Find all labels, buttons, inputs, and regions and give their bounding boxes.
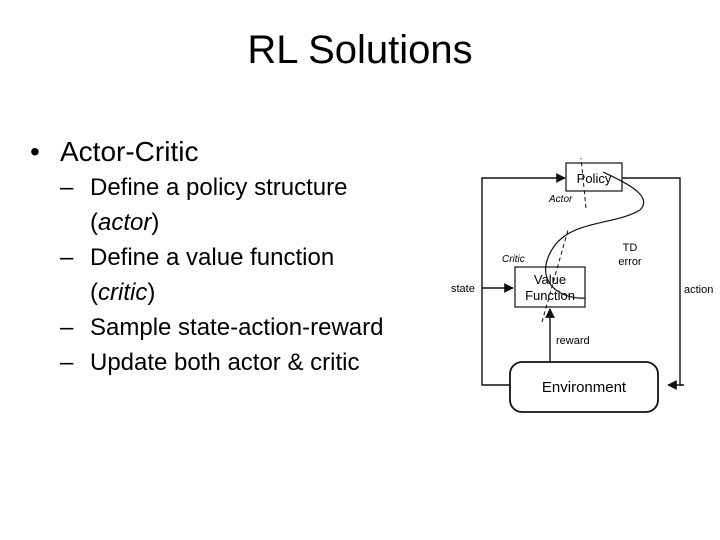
critic-diagonal-arrow (541, 229, 569, 323)
state-loop-line (481, 173, 566, 386)
slide-title: RL Solutions (247, 28, 473, 72)
paren-close: ) (147, 279, 156, 306)
error-label: error (618, 256, 642, 268)
environment-box (509, 361, 659, 413)
bullet-item: • Actor-Critic (30, 134, 470, 170)
state-label: state (451, 283, 475, 295)
paren-open: ( (90, 209, 98, 236)
value-label: Value (534, 272, 566, 287)
subitem-1-continuation: (actor) (90, 205, 470, 240)
subitem-text: Define a value function (90, 244, 335, 271)
value-function-box (514, 266, 586, 308)
bullet-text: Actor-Critic (60, 136, 199, 167)
reward-label: reward (556, 335, 590, 347)
td-label: TD (623, 242, 638, 254)
policy-box (565, 162, 623, 192)
subitem-3: – Sample state-action-reward (60, 310, 470, 345)
subitem-text: Define a policy structure (90, 174, 348, 201)
paren-open: ( (90, 279, 98, 306)
policy-label: Policy (577, 171, 612, 186)
critic-label: Critic (502, 254, 525, 265)
function-label: Function (525, 288, 575, 303)
subitem-2-continuation: (critic) (90, 275, 470, 310)
environment-label: Environment (542, 379, 627, 396)
actor-critic-diagram: Policy Value Function Environment Actor … (451, 157, 713, 413)
actor-diagonal-arrow (580, 157, 587, 209)
dash-mark: – (60, 349, 74, 376)
bullet-list: • Actor-Critic – Define a policy structu… (30, 134, 470, 380)
td-error-curve (545, 171, 644, 299)
paren-close: ) (151, 209, 160, 236)
actor-word: actor (98, 209, 152, 236)
action-loop-line (622, 177, 684, 386)
subitem-4: – Update both actor & critic (60, 345, 470, 380)
actor-label: Actor (548, 194, 573, 205)
dash-mark: – (60, 314, 74, 341)
dash-mark: – (60, 244, 74, 271)
action-label: action (684, 284, 713, 296)
subitem-text: Update both actor & critic (90, 349, 360, 376)
bullet-mark: • (30, 136, 40, 167)
subitem-2: – Define a value function (60, 240, 470, 275)
subitem-1: – Define a policy structure (60, 170, 470, 205)
subitem-text: Sample state-action-reward (90, 314, 384, 341)
dash-mark: – (60, 174, 74, 201)
critic-word: critic (98, 279, 148, 306)
